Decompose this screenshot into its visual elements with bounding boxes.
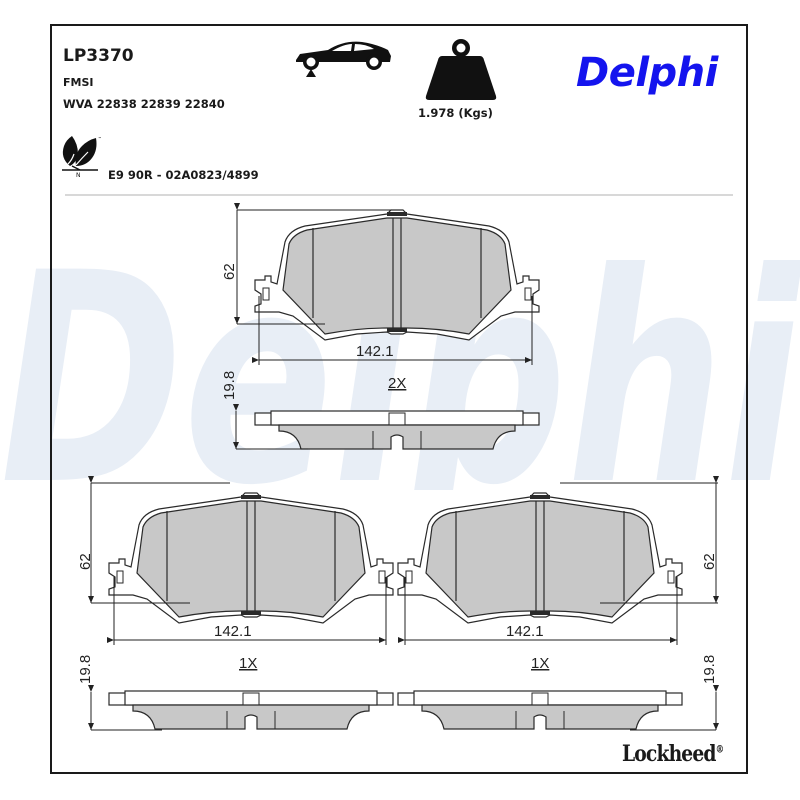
wva-numbers: WVA 22838 22839 22840: [63, 97, 225, 111]
height-dimension-label: 62: [221, 263, 238, 280]
thickness-dimension-label-right: 19.8: [701, 655, 718, 684]
lockheed-wordmark: Lockheed: [622, 741, 716, 767]
lockheed-logo: Lockheed®: [622, 741, 725, 767]
width-dimension-label-left: 142.1: [214, 623, 252, 640]
thickness-dimension-label-left: 19.8: [77, 655, 94, 684]
width-dimension-label-right: 142.1: [506, 623, 544, 640]
leaf-eco-icon: N ™: [62, 136, 102, 178]
weight-value: 1.978 (Kgs): [418, 106, 493, 120]
quantity-label-left: 1X: [239, 655, 257, 672]
ece-approval-code: E9 90R - 02A0823/4899: [108, 168, 259, 182]
svg-text:N: N: [76, 172, 81, 178]
part-number: LP3370: [63, 46, 134, 66]
pad-side-view-right: [397, 690, 683, 730]
registered-mark: ®: [715, 744, 725, 756]
car-front-axle-icon: [296, 41, 391, 77]
pad-side-view-top: [254, 410, 540, 450]
height-dimension-label-right: 62: [701, 553, 718, 570]
spec-frame: [50, 24, 748, 774]
pad-front-view-top: [254, 209, 540, 341]
pad-side-view-left: [108, 690, 394, 730]
weight-icon: [425, 39, 497, 100]
thickness-dimension-label: 19.8: [221, 371, 238, 400]
width-dimension-label: 142.1: [356, 343, 394, 360]
fmsi-label: FMSI: [63, 76, 94, 89]
delphi-logo: Delphi: [576, 50, 718, 96]
quantity-label: 2X: [388, 375, 406, 392]
quantity-label-right: 1X: [531, 655, 549, 672]
svg-text:™: ™: [98, 136, 102, 141]
header-divider: [65, 194, 733, 196]
height-dimension-label-left: 62: [77, 553, 94, 570]
